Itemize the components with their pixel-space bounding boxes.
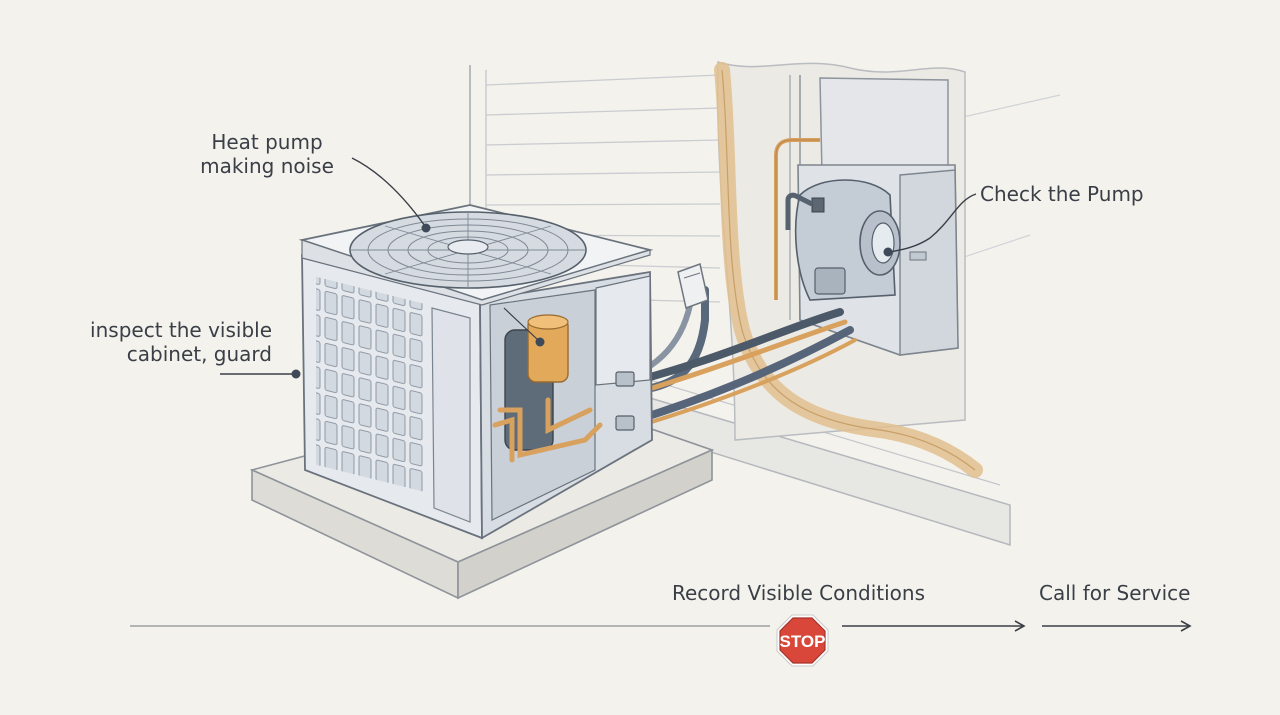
stop-sign-icon: STOP xyxy=(776,614,829,667)
callout-leaders xyxy=(220,157,977,379)
label-inspect-cabinet: inspect the visible cabinet, guard xyxy=(60,318,272,366)
label-call-service: Call for Service xyxy=(1039,581,1191,605)
label-check-pump: Check the Pump xyxy=(980,182,1144,206)
label-record-conditions: Record Visible Conditions xyxy=(672,581,926,605)
label-heat-pump-noise: Heat pump making noise xyxy=(192,130,342,178)
indoor-unit xyxy=(714,60,983,478)
label-inspect-cabinet-line-2: cabinet, guard xyxy=(126,342,272,366)
outdoor-unit xyxy=(298,204,654,540)
refrigerant-lines xyxy=(616,263,857,432)
stop-sign-text: STOP xyxy=(780,632,826,651)
label-heat-pump-noise-line-2: making noise xyxy=(200,154,334,178)
house-siding xyxy=(469,65,1061,547)
label-heat-pump-noise-line-1: Heat pump xyxy=(211,130,323,154)
label-inspect-cabinet-line-1: inspect the visible xyxy=(90,318,272,342)
